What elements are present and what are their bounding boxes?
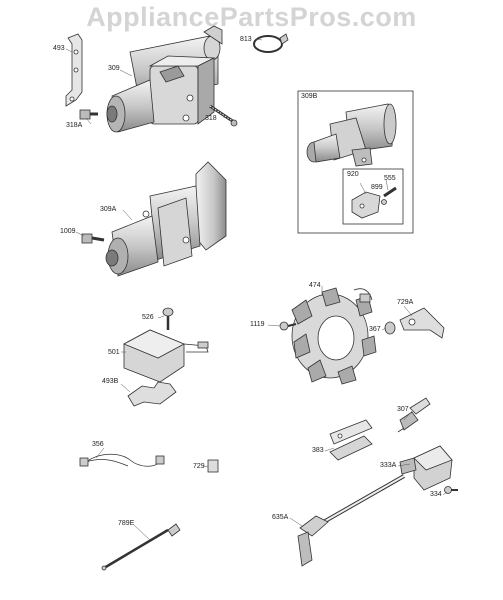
bolt-318 — [209, 104, 238, 127]
alternator-474 — [291, 287, 377, 385]
label-813: 813 — [240, 36, 252, 43]
label-333A: 333A — [380, 462, 397, 469]
nut-367 — [384, 321, 396, 335]
solenoid-899 — [351, 191, 381, 219]
screw-526 — [162, 307, 174, 330]
label-309A: 309A — [100, 206, 117, 213]
label-1009: 1009 — [60, 228, 76, 235]
bracket-493B — [127, 381, 177, 407]
label-493B: 493B — [102, 378, 119, 385]
label-729A: 729A — [397, 299, 414, 306]
starter-motor-309A — [105, 161, 227, 277]
label-789E: 789E — [118, 520, 135, 527]
label-356: 356 — [92, 441, 104, 448]
label-367: 367 — [369, 326, 381, 333]
starter-motor-309 — [106, 25, 223, 133]
cover-729A — [399, 307, 445, 339]
watermark-text: AppliancePartsPros.com — [86, 2, 417, 32]
label-1119: 1119 — [250, 321, 265, 328]
label-318A: 318A — [66, 122, 83, 129]
bolt-1009 — [81, 233, 105, 244]
label-334: 334 — [430, 491, 442, 498]
spark-plug-wire-635A — [297, 474, 405, 567]
label-309: 309 — [108, 65, 120, 72]
terminal-729 — [207, 459, 219, 473]
link-789E — [101, 523, 181, 571]
label-899: 899 — [371, 184, 383, 191]
spark-plug-307 — [397, 397, 431, 433]
label-307: 307 — [397, 406, 409, 413]
label-493: 493 — [53, 45, 65, 52]
leader-lines — [65, 38, 448, 541]
wire-383 — [329, 419, 373, 461]
rectifier-501 — [123, 329, 209, 383]
label-474: 474 — [309, 282, 321, 289]
label-635A: 635A — [272, 514, 289, 521]
label-501: 501 — [108, 349, 120, 356]
label-318: 318 — [205, 115, 217, 122]
label-383: 383 — [312, 447, 324, 454]
clamp-813 — [253, 33, 289, 53]
screw-1119 — [279, 321, 297, 331]
label-309B: 309B — [300, 93, 319, 101]
ignition-coil-333A — [399, 445, 453, 491]
label-920: 920 — [346, 171, 360, 179]
bracket-493 — [65, 33, 83, 107]
label-729: 729 — [193, 463, 205, 470]
screw-334 — [444, 486, 458, 494]
wire-356 — [79, 453, 165, 467]
label-526: 526 — [142, 314, 154, 321]
starter-motor-309B — [306, 103, 397, 167]
screw-555 — [381, 186, 397, 205]
label-555: 555 — [384, 175, 396, 182]
bolt-318A — [79, 109, 98, 120]
